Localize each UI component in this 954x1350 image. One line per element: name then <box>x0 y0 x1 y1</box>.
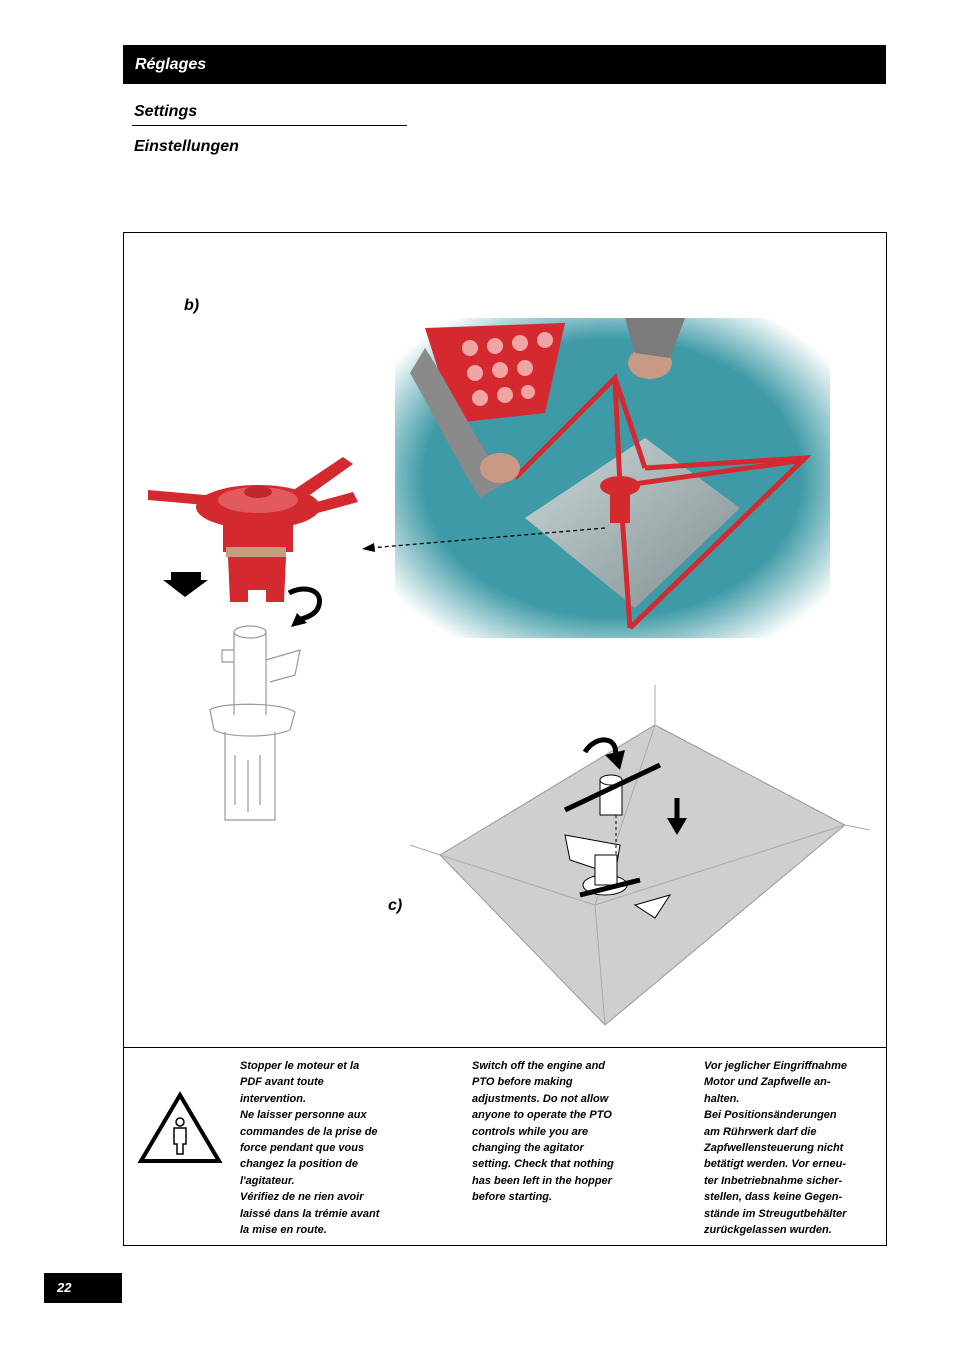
subtitle-english: Settings <box>134 103 198 120</box>
warning-triangle-person-icon <box>137 1091 223 1163</box>
down-arrow-icon <box>163 572 208 597</box>
subtitle-rule <box>132 125 407 126</box>
agitator-hub-detail <box>148 457 358 602</box>
hopper-agitator-photo <box>395 318 830 638</box>
pointer-arrow <box>362 527 606 552</box>
warning-text-fr: Stopper le moteur et la PDF avant toute … <box>240 1060 380 1237</box>
warning-text-en: Switch off the engine and PTO before mak… <box>472 1060 614 1204</box>
subtitle-german: Einstellungen <box>134 138 239 155</box>
figure-label-b: b) <box>184 297 200 314</box>
section-title: Réglages <box>123 45 886 84</box>
rotate-arrow-icon <box>287 586 322 627</box>
hopper-drawing <box>409 685 871 1026</box>
shaft-drawing <box>209 625 301 821</box>
warning-text-de: Vor jeglicher Eingriffnahme Motor und Za… <box>704 1060 848 1237</box>
figure-label-c: c) <box>388 897 403 914</box>
figure-frame <box>123 232 887 1246</box>
warning-divider <box>123 1047 887 1048</box>
page-number: 22 <box>44 1273 122 1303</box>
